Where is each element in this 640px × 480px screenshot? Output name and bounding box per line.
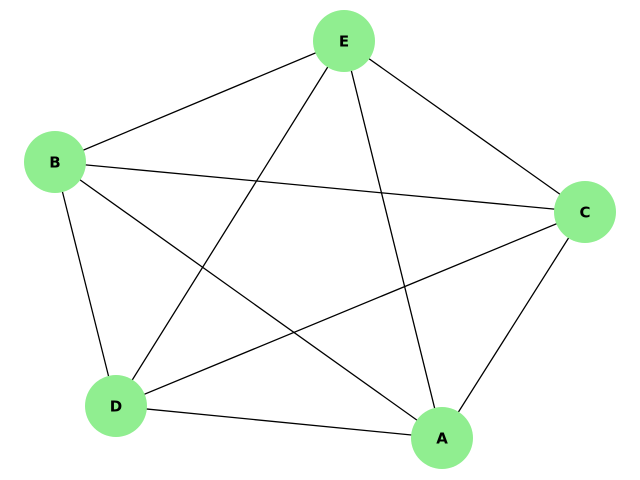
- graph-edge-b-e: [54, 40, 345, 163]
- graph-edge-d-e: [115, 40, 345, 407]
- node-circle-d[interactable]: [85, 375, 147, 437]
- graph-edge-b-d: [54, 161, 117, 407]
- graph-edge-c-d: [115, 211, 586, 407]
- graph-edge-a-c: [441, 211, 586, 439]
- edge-layer: [54, 40, 586, 439]
- graph-node-e[interactable]: E: [313, 10, 375, 72]
- graph-edge-a-d: [115, 405, 443, 439]
- node-circle-e[interactable]: [313, 10, 375, 72]
- graph-edge-a-b: [54, 161, 443, 439]
- graph-node-c[interactable]: C: [554, 181, 616, 243]
- graph-node-a[interactable]: A: [411, 407, 473, 469]
- node-circle-c[interactable]: [554, 181, 616, 243]
- graph-edge-b-c: [54, 161, 586, 213]
- graph-node-b[interactable]: B: [24, 131, 86, 193]
- graph-edge-c-e: [343, 40, 586, 213]
- node-circle-a[interactable]: [411, 407, 473, 469]
- graph-edge-a-e: [343, 40, 443, 439]
- graph-node-d[interactable]: D: [85, 375, 147, 437]
- node-circle-b[interactable]: [24, 131, 86, 193]
